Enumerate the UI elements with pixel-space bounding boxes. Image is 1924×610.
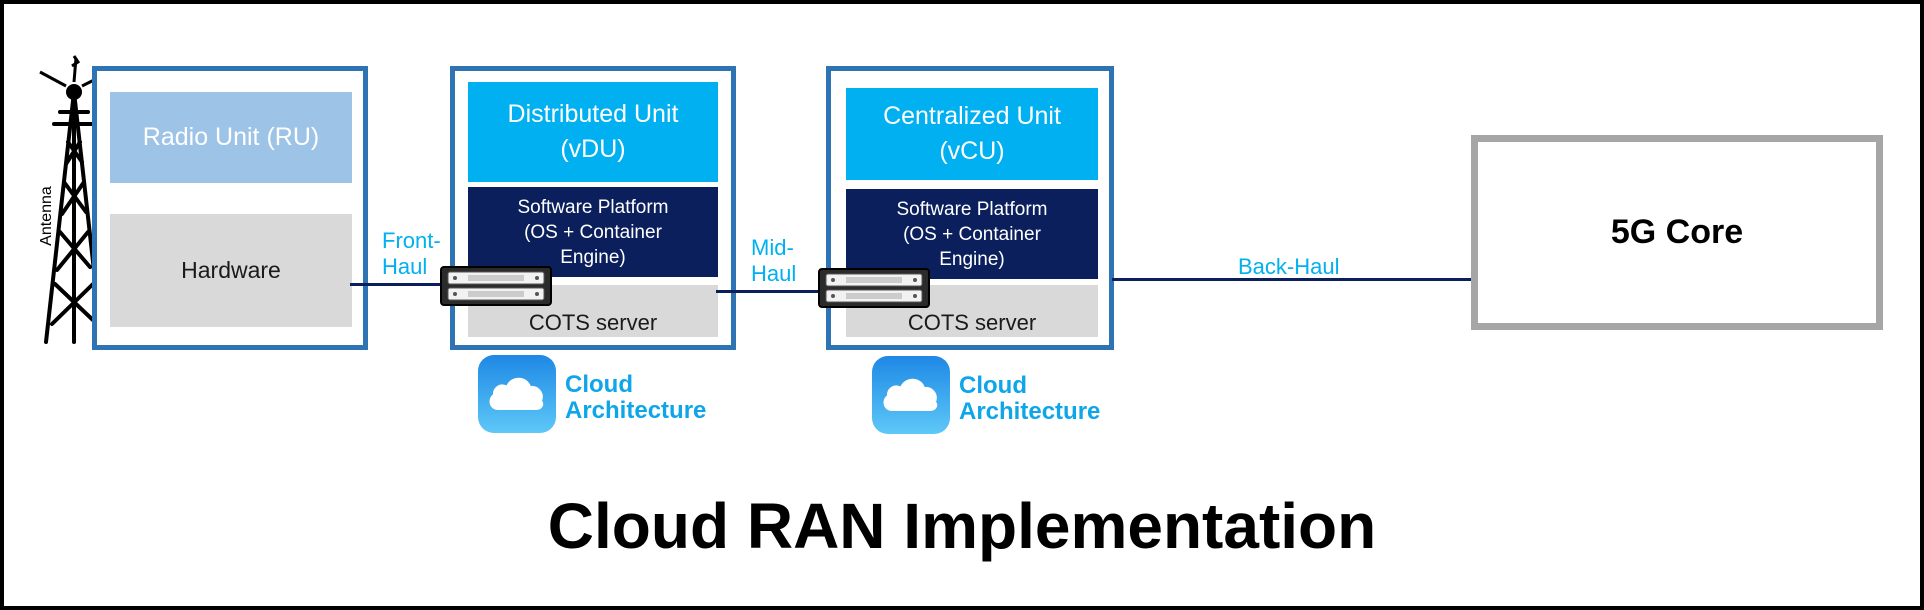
backhaul-link	[1112, 278, 1474, 281]
distributed-unit-title-line2: (vDU)	[560, 135, 626, 163]
du-software-line1: Software Platform	[517, 196, 669, 218]
hardware-cell: Hardware	[110, 214, 352, 327]
du-software-line3: Engine)	[560, 246, 626, 268]
cu-software-line3: Engine)	[939, 248, 1005, 270]
distributed-unit-title: Distributed Unit (vDU)	[468, 82, 718, 182]
fronthaul-label-line1: Front-	[382, 228, 441, 253]
cloud-label-line1: Cloud	[565, 371, 633, 398]
cloud-label-line1: Cloud	[959, 372, 1027, 399]
midhaul-link	[716, 290, 830, 293]
centralized-unit-title-line1: Centralized Unit	[883, 102, 1061, 130]
5g-core-box: 5G Core	[1471, 135, 1883, 330]
midhaul-label: Mid- Haul	[751, 235, 796, 287]
cloud-architecture-label: Cloud Architecture	[959, 373, 1100, 425]
cu-server-rack-icon	[818, 268, 930, 308]
du-server-rack-icon	[440, 266, 552, 306]
antenna-label: Antenna	[38, 186, 55, 246]
cloud-icon	[478, 355, 556, 433]
cu-software-platform: Software Platform (OS + Container Engine…	[846, 189, 1098, 279]
cloud-label-line2: Architecture	[565, 397, 707, 424]
distributed-unit-box: Distributed Unit (vDU) Software Platform…	[450, 66, 736, 350]
diagram-title: Cloud RAN Implementation	[547, 490, 1377, 562]
du-software-line2: (OS + Container	[524, 221, 662, 243]
cu-software-line2: (OS + Container	[903, 223, 1041, 245]
antenna-tower-icon	[39, 55, 107, 344]
fronthaul-label: Front- Haul	[382, 228, 441, 280]
backhaul-label: Back-Haul	[1238, 254, 1340, 279]
cloud-architecture-label: Cloud Architecture	[565, 372, 706, 424]
distributed-unit-title-line1: Distributed Unit	[507, 100, 679, 128]
cu-software-line1: Software Platform	[896, 198, 1048, 220]
du-software-platform: Software Platform (OS + Container Engine…	[468, 187, 718, 277]
midhaul-label-line1: Mid-	[751, 235, 794, 260]
centralized-unit-title-line2: (vCU)	[939, 137, 1005, 165]
fronthaul-link	[350, 283, 452, 286]
cloud-label-line2: Architecture	[959, 398, 1101, 425]
midhaul-label-line2: Haul	[751, 261, 797, 286]
fronthaul-label-line2: Haul	[382, 254, 428, 279]
radio-unit-box: Radio Unit (RU) Hardware	[92, 66, 368, 350]
centralized-unit-title: Centralized Unit (vCU)	[846, 88, 1098, 180]
radio-unit-cell: Radio Unit (RU)	[110, 92, 352, 183]
cloud-icon	[872, 356, 950, 434]
